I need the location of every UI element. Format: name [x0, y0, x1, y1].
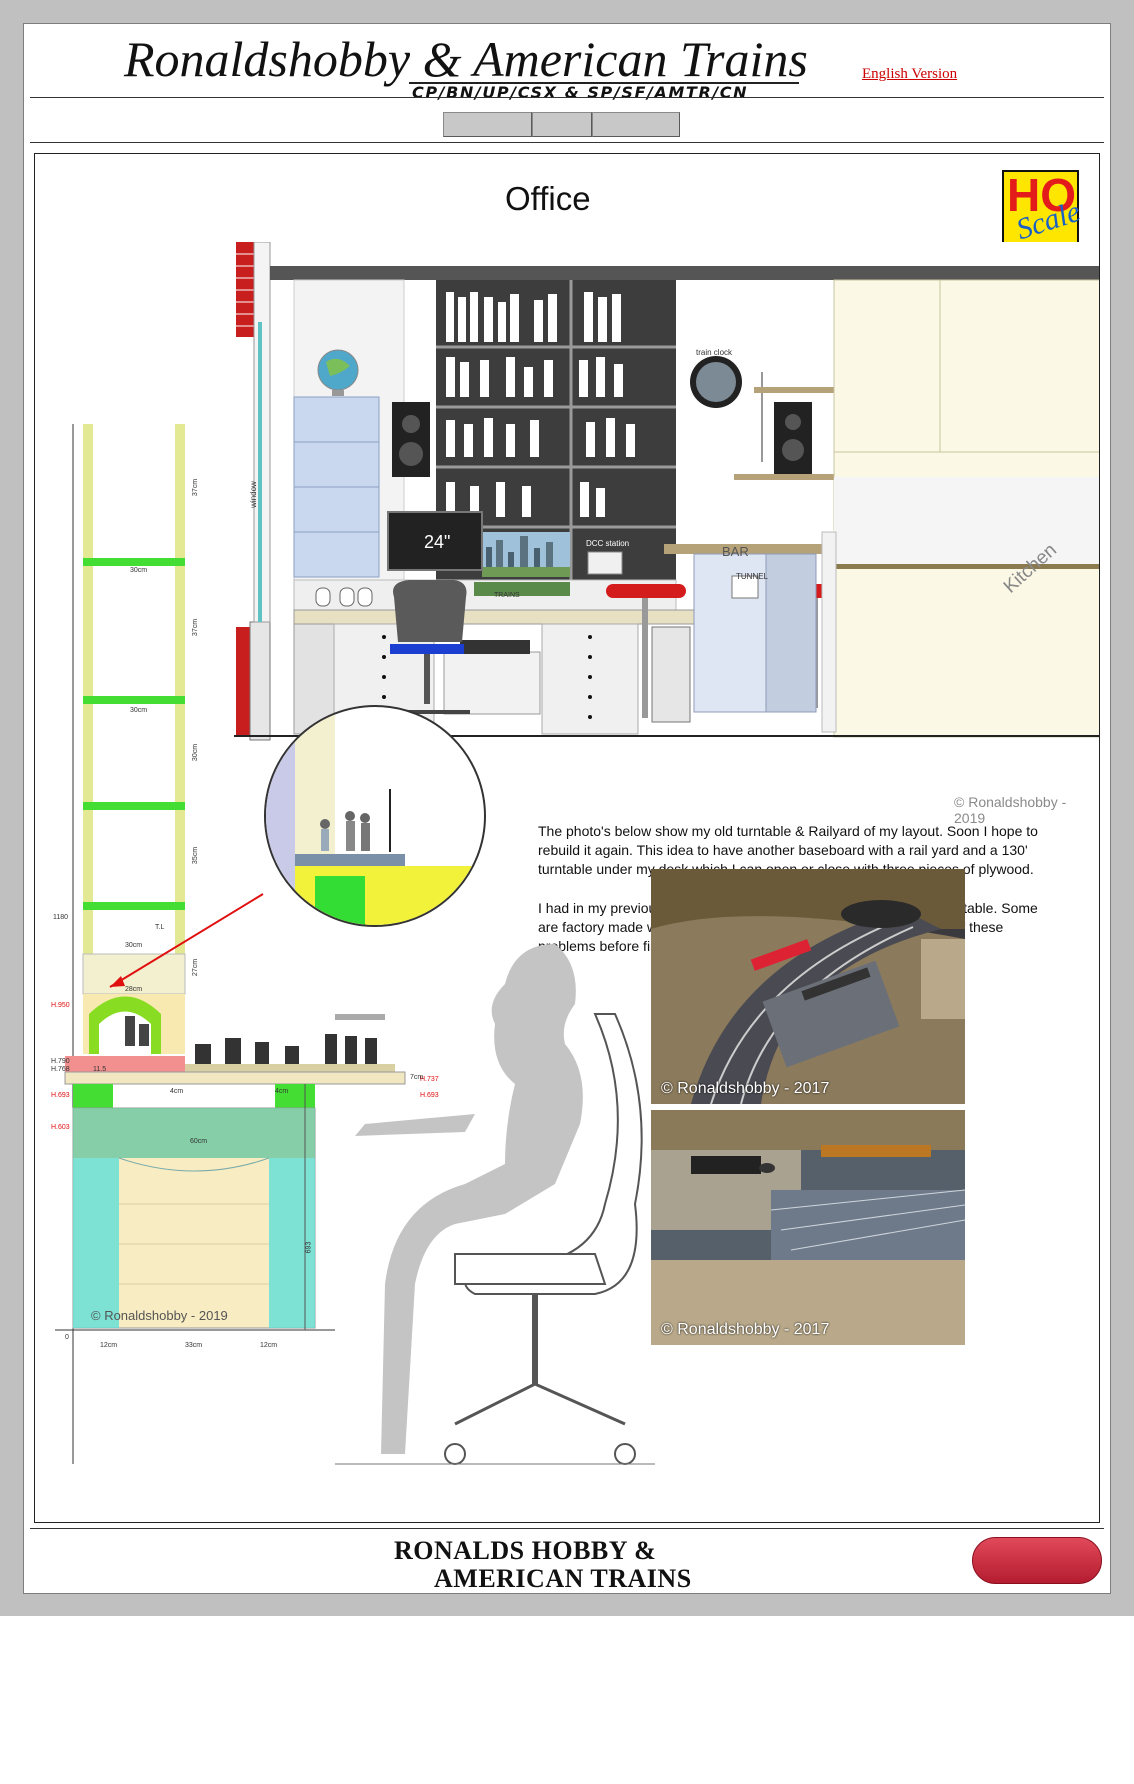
nav-divider: [30, 142, 1104, 143]
bar-label: BAR: [722, 544, 749, 559]
tunnel-label: TUNNEL: [736, 572, 769, 581]
dim-zero: 0: [65, 1334, 69, 1341]
office-title: Office: [505, 180, 591, 217]
dim-33cm: 33cm: [185, 1342, 203, 1349]
desk-elevation-drawing: 37cm 30cm 37cm 30cm 30cm 35cm 1180 T.L 3…: [35, 424, 755, 1522]
dim-h950: H.950: [51, 1002, 70, 1009]
dim-37cm-2: 37cm: [192, 618, 200, 637]
site-title: Ronaldshobby & American Trains: [124, 31, 808, 87]
dim-h693-right: H.693: [420, 1092, 439, 1099]
english-version-link[interactable]: English Version: [862, 66, 958, 82]
dim-35cm: 35cm: [192, 846, 200, 865]
dim-30cm-3: 30cm: [192, 743, 200, 762]
dim-30cm-2: 30cm: [130, 707, 148, 714]
train-clock-label: train clock: [696, 348, 733, 357]
dcc-station-label: DCC station: [586, 539, 630, 548]
content-panel: Office HO Scale: [34, 153, 1100, 1523]
dim-11-5: 11.5: [93, 1066, 107, 1073]
dim-4cm-2: 4cm: [275, 1088, 289, 1095]
nav-button-1[interactable]: [443, 112, 532, 137]
nav-bar: [443, 112, 680, 137]
photo-2-caption: © Ronaldshobby - 2017: [661, 1321, 830, 1338]
dim-7cm: 7cm: [410, 1074, 424, 1081]
dim-tl: T.L: [155, 924, 165, 931]
room-drawing: [234, 242, 1099, 827]
dim-h768: H.768: [51, 1066, 70, 1073]
room-copyright: © Ronaldshobby - 2019: [954, 794, 1067, 826]
dim-60cm: 60cm: [190, 1138, 208, 1145]
photo-desk-railyard: © Ronaldshobby - 2017: [651, 1110, 965, 1345]
ho-letters: HO: [1007, 169, 1076, 221]
dim-1180: 1180: [53, 914, 69, 921]
photo-1-caption: © Ronaldshobby - 2017: [661, 1080, 830, 1097]
photo-turntable-image: [651, 869, 965, 1104]
dim-27cm: 27cm: [192, 958, 200, 977]
header-divider: [30, 97, 1104, 98]
footer-logo-line1: RONALDS HOBBY &: [394, 1536, 657, 1565]
dim-37cm-1: 37cm: [192, 478, 200, 497]
dim-h693: H.693: [51, 1092, 70, 1099]
photo-turntable-railyard: © Ronaldshobby - 2017: [651, 869, 965, 1104]
dim-28cm: 28cm: [125, 986, 143, 993]
title-underline: [409, 82, 799, 84]
footer-red-button[interactable]: [972, 1537, 1102, 1584]
footer-logo-line2: AMERICAN TRAINS: [434, 1564, 692, 1593]
dim-693-vertical: 693: [305, 1241, 313, 1254]
nav-button-2[interactable]: [532, 112, 592, 137]
dim-12cm-1: 12cm: [100, 1342, 118, 1349]
elevation-copyright: © Ronaldshobby - 2019: [91, 1308, 228, 1323]
dim-4cm-1: 4cm: [170, 1088, 184, 1095]
trains-label: TRAINS: [494, 592, 520, 599]
monitor-size-label: 24": [424, 532, 451, 552]
photo-desk-image: [651, 1110, 965, 1345]
dim-30cm-4: 30cm: [125, 942, 143, 949]
dim-12cm-2: 12cm: [260, 1342, 278, 1349]
ho-scale-logo: HO Scale: [1002, 169, 1084, 246]
dim-h603: H.603: [51, 1124, 70, 1131]
elevation-svg: [55, 424, 655, 1465]
dim-h737: H.737: [420, 1076, 439, 1083]
page-container: Ronaldshobby & American Trains CP/BN/UP/…: [23, 23, 1111, 1594]
dim-30cm-1: 30cm: [130, 567, 148, 574]
office-room-illustration: 24" BAR TUNNEL DCC station train clock w…: [234, 242, 1099, 827]
footer-divider: [30, 1528, 1104, 1529]
nav-button-3[interactable]: [592, 112, 680, 137]
site-subtitle: CP/BN/UP/CSX & SP/SF/AMTR/CN: [412, 83, 749, 102]
dim-h790: H.790: [51, 1058, 70, 1065]
